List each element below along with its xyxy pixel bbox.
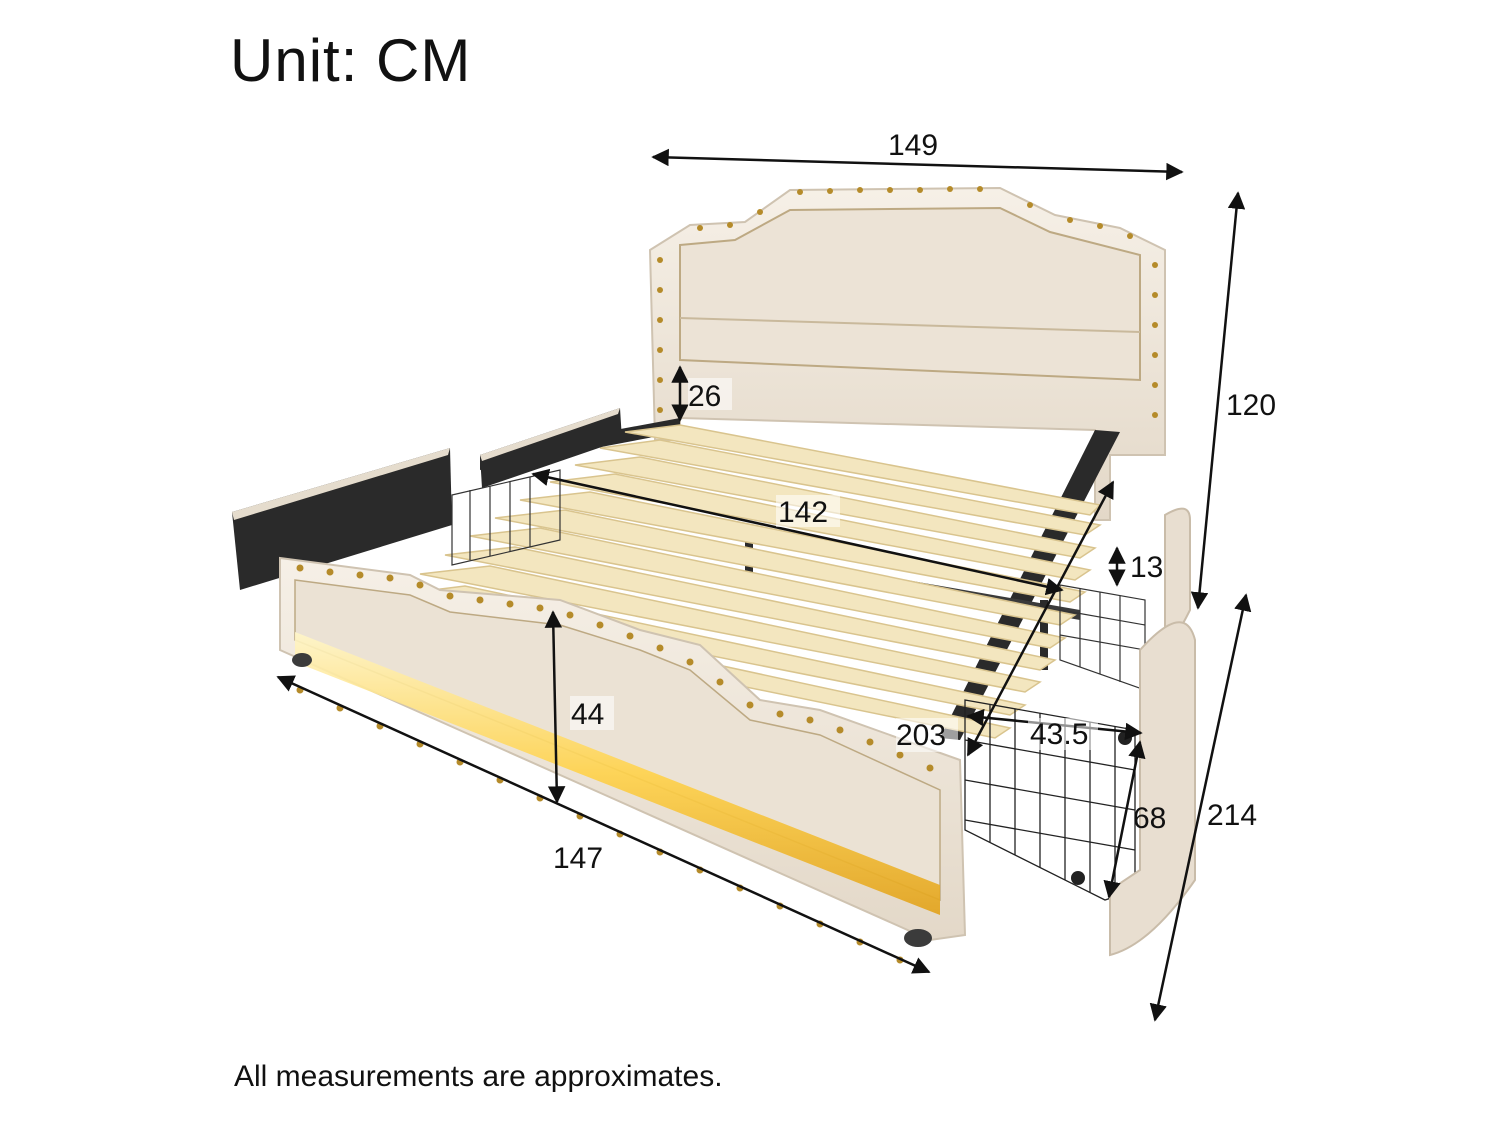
- dim-label-120: 120: [1226, 389, 1276, 422]
- dim-label-13: 13: [1130, 551, 1163, 584]
- footboard-foot-left: [292, 653, 312, 667]
- dim-label-147: 147: [553, 842, 603, 875]
- dim-label-43-5: 43.5: [1030, 718, 1088, 751]
- drawer-wheel-2: [1071, 871, 1085, 885]
- headboard: [648, 186, 1166, 521]
- headboard-inner-panel: [679, 206, 1141, 382]
- headboard-seam: [679, 317, 1141, 333]
- left-drawers: [232, 408, 622, 590]
- dim-line-214: [1149, 593, 1252, 1022]
- left-drawer-front-1: [232, 448, 452, 590]
- left-drawer-front-2-face: [480, 408, 620, 461]
- dim-label-203: 203: [896, 719, 946, 752]
- left-drawer-front-1-face: [232, 448, 450, 520]
- dim-line-68: [1103, 740, 1146, 899]
- dimension-labels: 149 120 26 142 13 44 203 43.5 68 214 147: [553, 129, 1276, 875]
- unit-label: Unit: CM: [230, 27, 472, 94]
- dimension-lines: [276, 148, 1252, 1022]
- dim-line-149: [651, 148, 1184, 181]
- measurement-note: All measurements are approximates.: [234, 1060, 723, 1093]
- dim-label-149: 149: [888, 129, 938, 162]
- dim-line-120: [1190, 191, 1246, 610]
- right-drawer-front: [1109, 621, 1196, 957]
- dim-label-26: 26: [688, 380, 721, 413]
- dim-label-68: 68: [1133, 802, 1166, 835]
- dim-label-142: 142: [778, 496, 828, 529]
- dim-label-214: 214: [1207, 799, 1257, 832]
- footboard-foot-right: [904, 929, 932, 947]
- headboard-studs: [657, 186, 1158, 418]
- left-drawer-front-2: [480, 408, 622, 488]
- dim-label-44: 44: [571, 698, 604, 731]
- dim-line-147: [276, 675, 931, 974]
